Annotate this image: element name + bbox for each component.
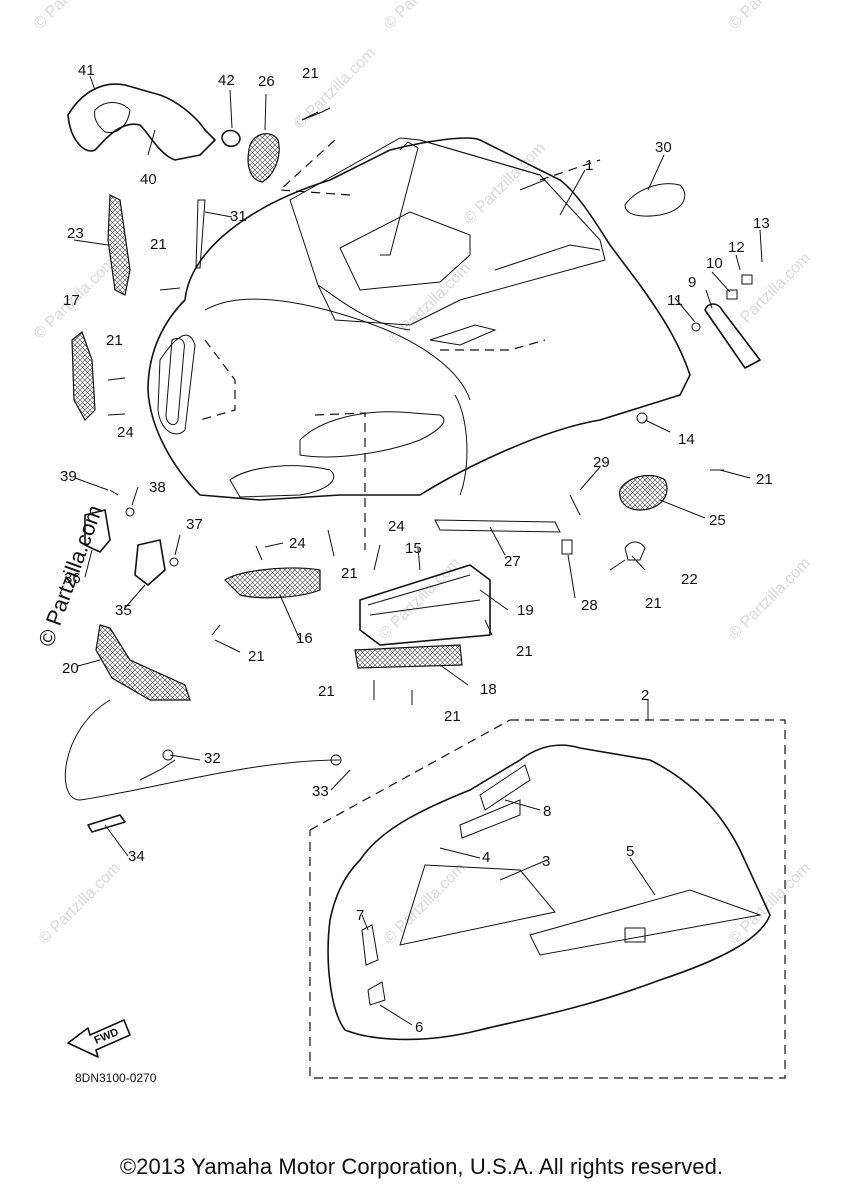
- left-side-parts: [71, 194, 206, 701]
- callout: 24: [117, 424, 134, 441]
- callout: 6: [415, 1019, 423, 1036]
- callout: 12: [728, 239, 745, 256]
- callout: 30: [655, 139, 672, 156]
- callout: 17: [63, 292, 80, 309]
- watermark: © Partzilla.com: [386, 260, 474, 348]
- callout: 36: [64, 570, 81, 587]
- callout: 21: [248, 648, 265, 665]
- callout: 34: [128, 848, 145, 865]
- fwd-arrow-icon: FWD: [67, 1019, 131, 1058]
- callout: 31: [230, 208, 247, 225]
- callout: 1: [585, 157, 593, 174]
- callout: 18: [480, 681, 497, 698]
- callout: 41: [78, 62, 95, 79]
- callout: 10: [706, 255, 723, 272]
- callout: 40: [140, 171, 157, 188]
- callout: 14: [678, 431, 695, 448]
- watermark: © Partzilla.com: [381, 860, 469, 948]
- callout: 2: [641, 687, 649, 704]
- callout-labels: 1 2 3 4 5 6 7 8 9 10 11 12 13 14 15 16 1…: [60, 62, 773, 1036]
- inner-panel-group: [309, 719, 786, 1079]
- callout: 8: [543, 803, 551, 820]
- right-side-parts: [434, 183, 761, 561]
- callout: 21: [106, 332, 123, 349]
- callout: 7: [356, 907, 364, 924]
- callout: 32: [204, 750, 221, 767]
- callout: 38: [149, 479, 166, 496]
- callout: 21: [756, 471, 773, 488]
- hood-main: [147, 137, 691, 550]
- callout: 21: [302, 65, 319, 82]
- callout: 27: [504, 553, 521, 570]
- callout: 37: [186, 516, 203, 533]
- watermark: © Partzilla.com: [726, 250, 814, 338]
- watermark: © Partzilla.com: [726, 860, 814, 948]
- watermark: © Partzilla.com: [726, 0, 814, 33]
- fasteners: [107, 111, 753, 705]
- watermark: © Partzilla.com: [381, 0, 469, 33]
- callout: 29: [593, 454, 610, 471]
- watermark: © Partzilla.com: [31, 0, 119, 33]
- callout: 4: [482, 849, 490, 866]
- callout: 21: [516, 643, 533, 660]
- callout: 13: [753, 215, 770, 232]
- callout: 33: [312, 783, 329, 800]
- callout: 20: [62, 660, 79, 677]
- callout: 19: [517, 602, 534, 619]
- copyright-notice: ©2013 Yamaha Motor Corporation, U.S.A. A…: [119, 1154, 724, 1179]
- watermark: © Partzilla.com: [36, 860, 124, 948]
- callout: 16: [296, 630, 313, 647]
- callout: 21: [444, 708, 461, 725]
- callout: 21: [341, 565, 358, 582]
- callout: 24: [289, 535, 306, 552]
- callout: 11: [667, 292, 683, 309]
- callout: 21: [318, 683, 335, 700]
- watermark: © Partzilla.com: [726, 555, 814, 643]
- callout: 3: [542, 853, 550, 870]
- callout: 24: [388, 518, 405, 535]
- upper-left-parts: [67, 83, 331, 183]
- drawing-code: 8DN3100-0270: [75, 1071, 157, 1085]
- callout: 5: [626, 843, 634, 860]
- callout: 22: [681, 571, 698, 588]
- cable-assembly: [64, 699, 342, 833]
- callout: 42: [218, 72, 235, 89]
- callout: 21: [150, 236, 167, 253]
- callout: 23: [67, 225, 84, 242]
- center-lower-parts: [224, 564, 491, 669]
- fwd-label: FWD: [93, 1026, 121, 1047]
- parts-diagram: © Partzilla.com © Partzilla.com © Partzi…: [31, 0, 814, 1085]
- leader-lines: [73, 75, 763, 1026]
- callout: 15: [405, 540, 422, 557]
- callout: 26: [258, 73, 275, 90]
- callout: 39: [60, 468, 77, 485]
- callout: 25: [709, 512, 726, 529]
- callout: 9: [688, 274, 696, 291]
- callout: 35: [115, 602, 132, 619]
- callout: 28: [581, 597, 598, 614]
- callout: 21: [645, 595, 662, 612]
